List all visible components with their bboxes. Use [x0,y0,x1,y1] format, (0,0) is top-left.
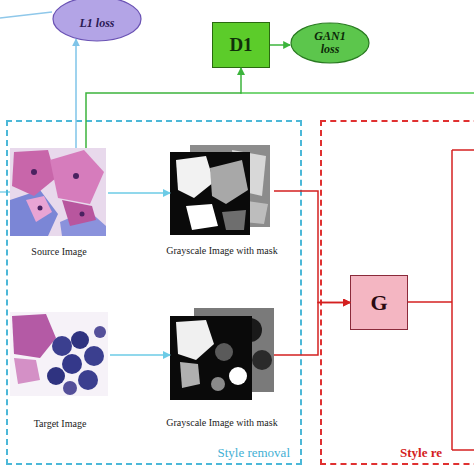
grayscale-mask-image [170,308,274,400]
loss-ellipse: L1 loss [52,0,142,42]
block-label: G [351,276,407,329]
flow-arrow [274,303,350,356]
image-tile: Grayscale Image with mask [170,308,274,402]
image-caption: Target Image [0,418,140,429]
group-label: Style re [400,445,442,461]
target-micrograph [10,312,108,396]
source-micrograph [10,148,106,236]
output-wire [451,150,453,450]
block-label: D1 [213,23,269,67]
input-wire [0,12,52,18]
input-wire [0,191,10,193]
image-tile: Grayscale Image with mask [170,145,274,237]
group-label: Style removal [217,445,290,461]
group-frame: Style removalSource ImageGrayscale Image… [6,120,302,465]
flow-arrow [75,39,77,148]
flow-arrow [110,354,170,356]
discriminator-box: D1 [212,22,270,68]
output-wire [452,449,474,451]
flow-arrow [270,44,290,46]
output-wire [408,301,452,303]
grayscale-mask-image [170,145,270,235]
flow-arrow [86,68,241,148]
generator-box: G [350,275,408,330]
group-frame: Style re G [320,120,474,465]
loss-label: GAN1 loss [290,22,370,64]
flow-arrow [108,192,170,194]
output-wire [452,149,474,151]
loss-label: L1 loss [52,0,142,42]
feedback-wire [240,92,474,94]
flow-arrow [274,191,350,303]
image-tile: Target Image [10,312,110,398]
image-caption: Source Image [0,246,138,257]
image-caption: Grayscale Image with mask [140,245,304,256]
loss-ellipse: GAN1 loss [290,22,370,64]
image-caption: Grayscale Image with mask [140,417,304,428]
image-tile: Source Image [10,148,108,238]
